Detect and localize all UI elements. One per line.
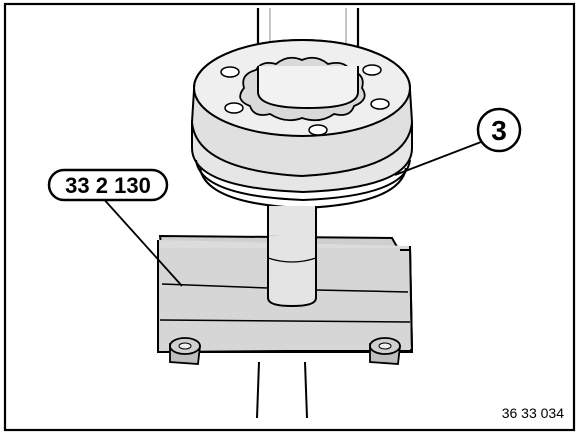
clamp-bolt-left (169, 337, 201, 365)
callout-circle (476, 107, 522, 153)
callout-label-tool: 33 2 130 (65, 173, 151, 198)
constant-velocity-joint (190, 39, 414, 210)
lower-shaft (256, 361, 308, 419)
callout-pill (47, 168, 169, 202)
callout-part-3: 3 (394, 107, 522, 176)
callout-label-part-3: 3 (491, 115, 507, 146)
clamp-bolt-right (369, 337, 401, 365)
figure-reference-number: 36 33 034 (502, 405, 564, 421)
leader-line-part-3 (394, 141, 482, 176)
leader-line-tool (100, 195, 183, 287)
special-tool-block (157, 234, 414, 354)
callout-tool-33-2-130: 33 2 130 (47, 168, 183, 287)
